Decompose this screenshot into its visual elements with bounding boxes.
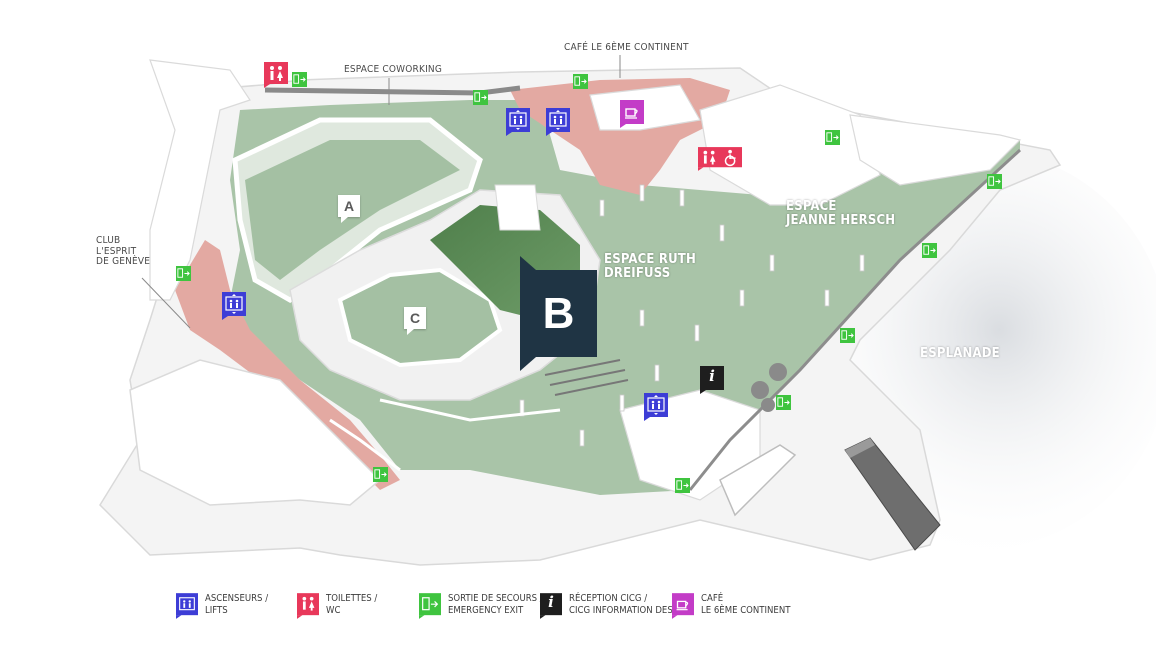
cafe-icon[interactable] [620, 100, 644, 128]
emergency-exit-icon[interactable] [176, 266, 191, 281]
legend-wc-label: TOILETTES / [326, 593, 378, 604]
emergency-exit-icon [419, 592, 441, 619]
wc-icon[interactable] [698, 146, 720, 172]
legend-lifts: ASCENSEURS / LIFTS [176, 592, 269, 619]
legend-lifts-label-en: LIFTS [205, 604, 228, 616]
lift-icon[interactable] [546, 108, 570, 136]
accessible-wc-icon[interactable] [720, 146, 742, 172]
emergency-exit-icon[interactable] [675, 478, 690, 493]
zone-b-marker[interactable]: B [520, 256, 597, 371]
wc-icon[interactable] [264, 62, 288, 88]
label-espace-jeanne-hersch: ESPACE JEANNE HERSCH [786, 199, 896, 228]
label-club: CLUB L'ESPRIT DE GENÈVE [96, 235, 151, 267]
lift-icon[interactable] [222, 292, 246, 320]
legend-wc: TOILETTES / WC [297, 592, 378, 619]
legend-cafe-label-name: LE 6ÈME CONTINENT [701, 604, 791, 616]
label-coworking: ESPACE COWORKING [344, 64, 443, 75]
tables [751, 363, 787, 412]
legend-cafe: CAFÉ LE 6ÈME CONTINENT [672, 592, 791, 619]
emergency-exit-icon[interactable] [292, 72, 307, 87]
legend-info-desk: i RÉCEPTION CICG / CICG INFORMATION DESK [540, 592, 679, 619]
emergency-exit-icon[interactable] [922, 243, 937, 258]
emergency-exit-icon[interactable] [573, 74, 588, 89]
legend-info-label: RÉCEPTION CICG / [569, 593, 648, 604]
cafe-icon [672, 592, 694, 619]
label-espace-ruth-dreifuss: ESPACE RUTH DREIFUSS [604, 252, 696, 281]
label-esplanade: ESPLANADE [920, 346, 1000, 361]
info-desk-glyph: i [709, 367, 715, 385]
legend-exit-label: SORTIE DE SECOURS / [448, 593, 543, 604]
label-cafe: CAFÉ LE 6ÈME CONTINENT [564, 42, 689, 53]
wc-icon [297, 592, 319, 619]
display-panels [519, 184, 865, 447]
legend-emergency-exit: SORTIE DE SECOURS / EMERGENCY EXIT [419, 592, 543, 619]
legend-info-label-en: CICG INFORMATION DESK [569, 604, 679, 616]
emergency-exit-icon[interactable] [373, 467, 388, 482]
info-desk-glyph: i [548, 593, 554, 611]
emergency-exit-icon[interactable] [473, 90, 488, 105]
emergency-exit-icon[interactable] [776, 395, 791, 410]
info-desk-icon[interactable]: i [700, 366, 724, 394]
escalators [544, 359, 629, 396]
zone-a-marker[interactable]: A [338, 195, 360, 223]
legend-exit-label-en: EMERGENCY EXIT [448, 604, 524, 616]
emergency-exit-icon[interactable] [987, 174, 1002, 189]
legend-wc-label-en: WC [326, 604, 341, 616]
emergency-exit-icon[interactable] [825, 130, 840, 145]
zone-c-marker[interactable]: C [404, 307, 426, 335]
emergency-exit-icon[interactable] [840, 328, 855, 343]
lift-icon[interactable] [506, 108, 530, 136]
lift-icon [176, 592, 198, 619]
lift-icon[interactable] [644, 393, 668, 421]
legend-cafe-label: CAFÉ [701, 593, 724, 604]
info-desk-icon: i [540, 592, 562, 619]
legend-lifts-label: ASCENSEURS / [205, 593, 269, 604]
